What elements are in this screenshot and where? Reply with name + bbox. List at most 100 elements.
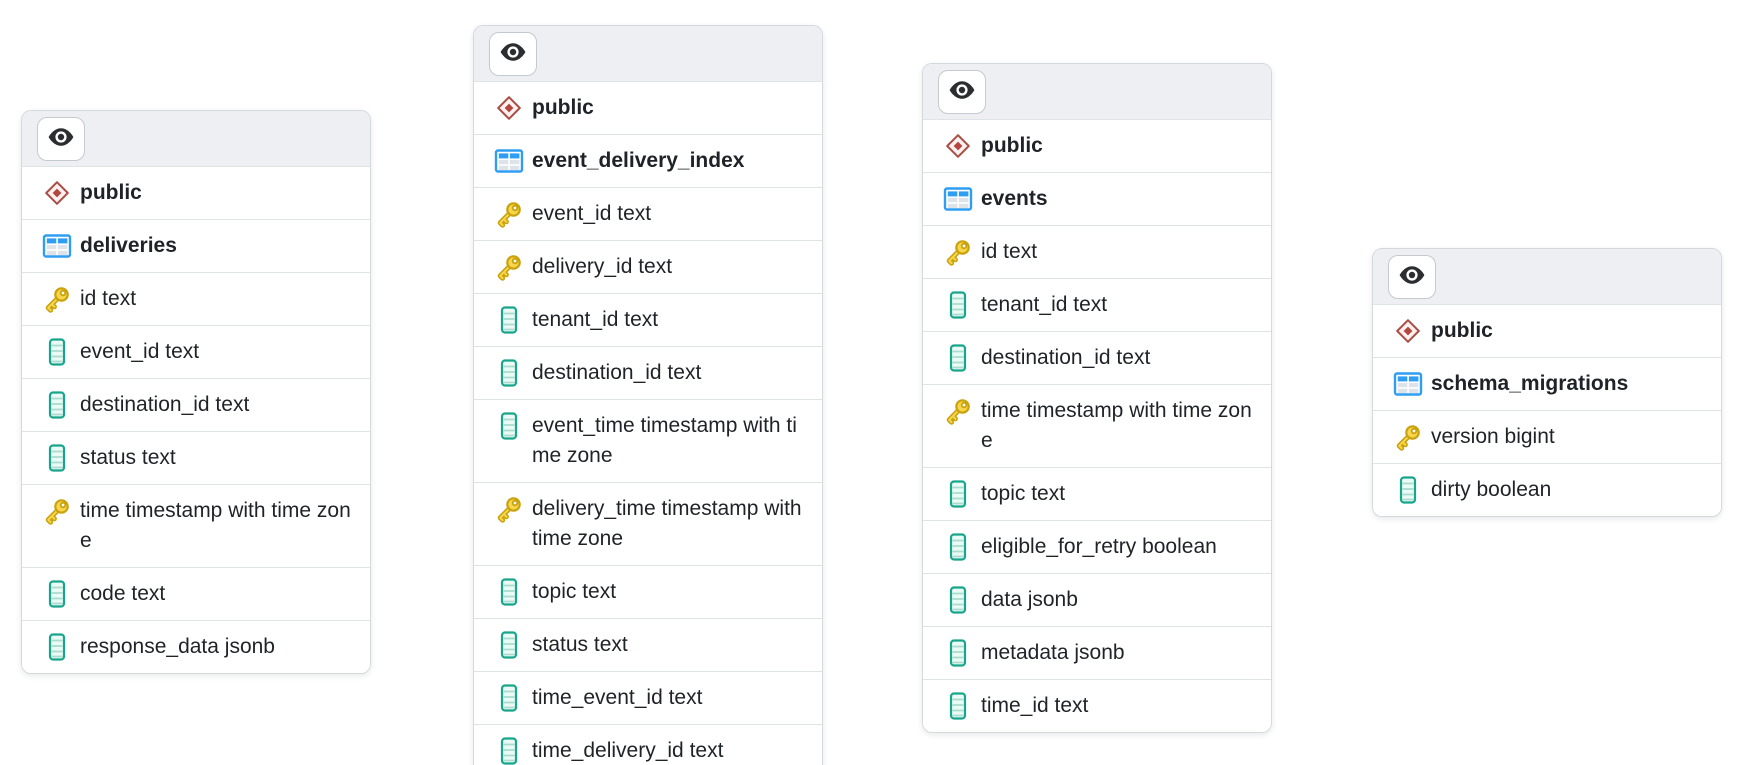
- column-icon: [494, 305, 524, 335]
- schema-row: public: [923, 119, 1271, 172]
- table-grid-icon: [42, 231, 72, 261]
- column-row-id: id text: [923, 225, 1271, 278]
- schema-row: public: [1373, 304, 1721, 357]
- column-row-destination_id: destination_id text: [474, 346, 822, 399]
- column-row-code: code text: [22, 567, 370, 620]
- eye-icon: [46, 124, 76, 153]
- column-label: id text: [80, 287, 137, 310]
- table-card-header[interactable]: [22, 111, 370, 166]
- table-card-header[interactable]: [474, 26, 822, 81]
- schema-diamond-icon: [494, 93, 524, 123]
- schema-diamond-icon: [943, 131, 973, 161]
- column-row-event_id: event_id text: [474, 187, 822, 240]
- column-row-topic: topic text: [474, 565, 822, 618]
- column-row-event_id: event_id text: [22, 325, 370, 378]
- table-name-row: event_delivery_index: [474, 134, 822, 187]
- column-icon: [943, 343, 973, 373]
- toggle-visibility-button[interactable]: [1388, 254, 1436, 299]
- table-card-header[interactable]: [1373, 249, 1721, 304]
- table-card-header[interactable]: [923, 64, 1271, 119]
- table-card-schema_migrations[interactable]: public schema_migrations: [1372, 248, 1722, 517]
- column-label: status text: [80, 446, 176, 469]
- column-icon: [943, 585, 973, 615]
- column-row-event_time: event_time timestamp with time zone: [474, 399, 822, 482]
- column-label: code text: [80, 582, 166, 605]
- column-icon: [943, 479, 973, 509]
- toggle-visibility-button[interactable]: [489, 31, 537, 76]
- column-row-delivery_time: delivery_time timestamp with time zone: [474, 482, 822, 565]
- column-label: destination_id text: [80, 393, 250, 416]
- column-label: response_data jsonb: [80, 635, 275, 658]
- table-card-deliveries[interactable]: public deliveries: [21, 110, 371, 674]
- primary-key-icon: [494, 494, 524, 524]
- schema-diamond-icon: [42, 178, 72, 208]
- column-row-status: status text: [22, 431, 370, 484]
- primary-key-icon: [494, 199, 524, 229]
- table-card-events[interactable]: public events: [922, 63, 1272, 733]
- column-icon: [943, 638, 973, 668]
- column-row-version: version bigint: [1373, 410, 1721, 463]
- schema-name: public: [80, 181, 142, 204]
- column-label: destination_id text: [532, 361, 702, 384]
- column-label: data jsonb: [981, 588, 1078, 611]
- column-row-eligible_for_retry: eligible_for_retry boolean: [923, 520, 1271, 573]
- column-row-time_id: time_id text: [923, 679, 1271, 732]
- column-label: topic text: [532, 580, 617, 603]
- column-row-time_event_id: time_event_id text: [474, 671, 822, 724]
- column-row-destination_id: destination_id text: [923, 331, 1271, 384]
- column-label: time_id text: [981, 694, 1089, 717]
- eye-icon: [1397, 262, 1427, 291]
- column-label: time timestamp with time zone: [80, 499, 351, 552]
- schema-name: public: [1431, 319, 1493, 342]
- column-icon: [494, 577, 524, 607]
- column-icon: [943, 290, 973, 320]
- column-row-time_delivery_id: time_delivery_id text: [474, 724, 822, 765]
- toggle-visibility-button[interactable]: [938, 69, 986, 114]
- column-label: tenant_id text: [532, 308, 659, 331]
- column-row-id: id text: [22, 272, 370, 325]
- column-icon: [42, 632, 72, 662]
- column-label: time_event_id text: [532, 686, 703, 709]
- column-icon: [42, 337, 72, 367]
- column-icon: [494, 630, 524, 660]
- column-label: topic text: [981, 482, 1066, 505]
- table-grid-icon: [1393, 369, 1423, 399]
- column-label: status text: [532, 633, 628, 656]
- column-label: delivery_time timestamp with time zone: [532, 497, 802, 550]
- columns-list: id text event_id text destination_id tex…: [22, 272, 370, 673]
- column-icon: [943, 532, 973, 562]
- column-label: id text: [981, 240, 1038, 263]
- table-grid-icon: [943, 184, 973, 214]
- column-row-delivery_id: delivery_id text: [474, 240, 822, 293]
- column-icon: [42, 579, 72, 609]
- toggle-visibility-button[interactable]: [37, 116, 85, 161]
- column-label: version bigint: [1431, 425, 1555, 448]
- column-label: destination_id text: [981, 346, 1151, 369]
- table-name-row: schema_migrations: [1373, 357, 1721, 410]
- schema-row: public: [22, 166, 370, 219]
- schema-name: public: [981, 134, 1043, 157]
- column-icon: [494, 683, 524, 713]
- column-row-metadata: metadata jsonb: [923, 626, 1271, 679]
- primary-key-icon: [42, 496, 72, 526]
- primary-key-icon: [943, 396, 973, 426]
- column-icon: [42, 443, 72, 473]
- table-name: event_delivery_index: [532, 149, 745, 172]
- column-row-time: time timestamp with time zone: [22, 484, 370, 567]
- table-card-event_delivery_index[interactable]: public event_delivery_index: [473, 25, 823, 765]
- column-label: delivery_id text: [532, 255, 673, 278]
- column-row-dirty: dirty boolean: [1373, 463, 1721, 516]
- column-label: event_id text: [80, 340, 200, 363]
- column-label: event_time timestamp with time zone: [532, 414, 797, 467]
- primary-key-icon: [42, 284, 72, 314]
- column-row-status: status text: [474, 618, 822, 671]
- table-grid-icon: [494, 146, 524, 176]
- column-row-topic: topic text: [923, 467, 1271, 520]
- column-icon: [494, 411, 524, 441]
- primary-key-icon: [494, 252, 524, 282]
- table-name-row: deliveries: [22, 219, 370, 272]
- column-row-time: time timestamp with time zone: [923, 384, 1271, 467]
- columns-list: id text tenant_id text destination_id te…: [923, 225, 1271, 732]
- table-name: schema_migrations: [1431, 372, 1629, 395]
